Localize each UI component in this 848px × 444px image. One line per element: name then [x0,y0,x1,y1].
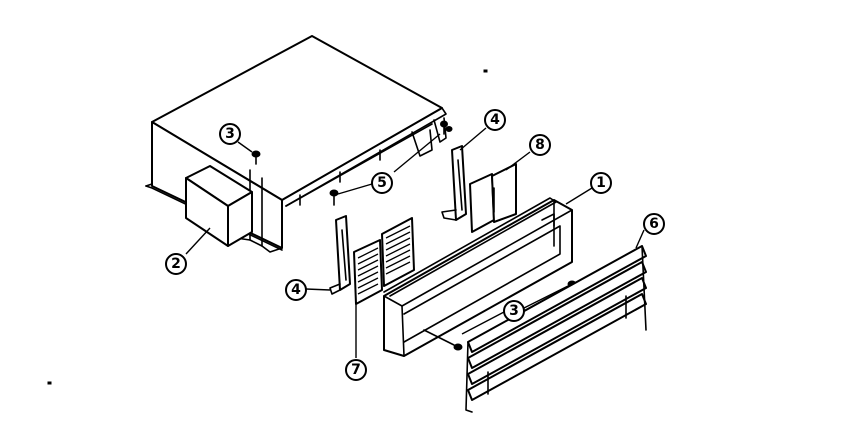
callout-3-bottom: 3 [503,300,525,322]
bracket-right [441,145,467,221]
callout-1-label: 1 [596,175,606,191]
callout-3-bottom-label: 3 [509,303,519,319]
filter-hatching [357,225,411,295]
front-frame-1 [383,197,573,357]
stray-mark-right [483,69,488,73]
screw-top [251,150,261,165]
callout-4-right: 4 [484,109,506,131]
grille-6 [465,245,647,413]
callout-3-top-label: 3 [225,126,235,142]
callout-4-right-label: 4 [490,112,500,128]
callout-5: 5 [371,172,393,194]
stray-mark-left [47,381,52,385]
leader-lines [185,127,645,358]
callout-2: 2 [165,253,187,275]
callout-7: 7 [345,359,367,381]
control-box [185,165,253,247]
bracket-left [329,215,351,295]
callout-3-top: 3 [219,123,241,145]
callout-2-label: 2 [171,256,181,272]
callout-1: 1 [590,172,612,194]
callout-6: 6 [643,213,665,235]
callout-5-label: 5 [377,175,387,191]
callout-6-label: 6 [649,216,659,232]
callout-4-left-label: 4 [291,282,301,298]
screw-group-5 [329,120,453,206]
callout-8-label: 8 [535,137,545,153]
side-bracket-8 [469,163,517,233]
callout-8: 8 [529,134,551,156]
callout-4-left: 4 [285,279,307,301]
callout-7-label: 7 [351,362,361,378]
louver-filter-7 [353,217,415,305]
